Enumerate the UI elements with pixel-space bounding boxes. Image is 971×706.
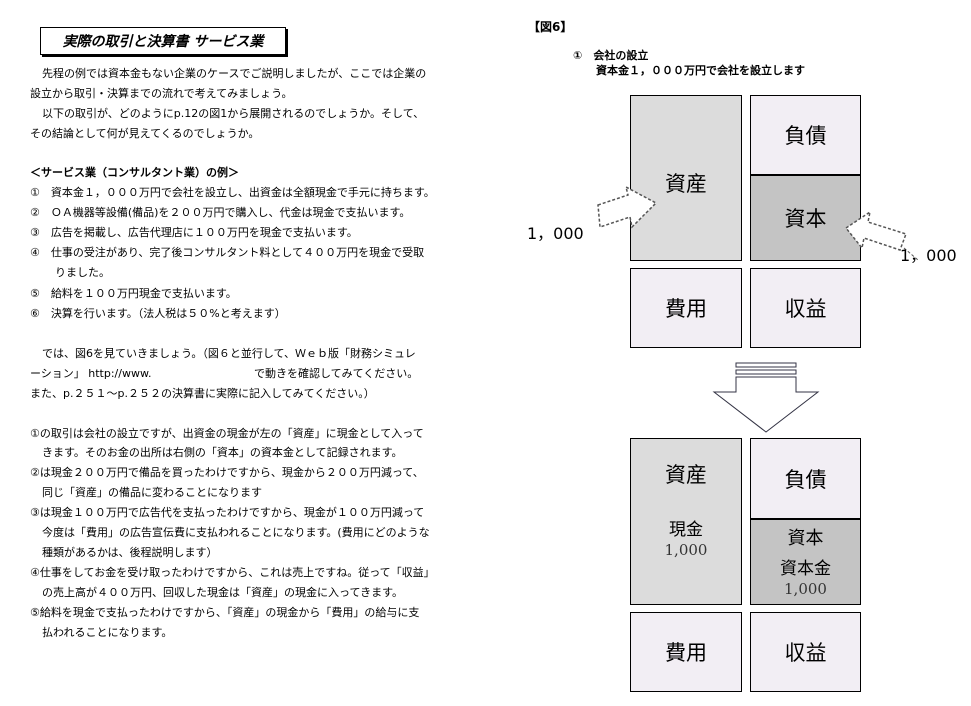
bottom-liability-label: 負債	[784, 467, 827, 492]
bottom-expense-box: 費用	[630, 612, 742, 692]
figure-step-desc: 資本金１，０００万円で会社を設立します	[596, 64, 805, 77]
para2-line-2: ーション」 http://www. で動きを確認してみてください。	[30, 367, 419, 380]
para2-line-1: では、図6を見ていきましょう。（図６と並行して、Ｗｅｂ版「財務シミュレ	[42, 347, 416, 360]
explanation-line-8: ④仕事をしてお金を受け取ったわけですから、これは売上ですね。従って「収益」	[30, 566, 435, 579]
explanation-line-3: ②は現金２００万円で備品を買ったわけですから、現金から２００万円減って、	[30, 466, 424, 479]
example-item-1: ① 資本金１，０００万円で会社を設立し、出資金は全額現金で手元に持ちます。	[30, 186, 435, 199]
bottom-capital-value: 1,000	[784, 580, 827, 598]
top-capital-label: 資本	[784, 207, 827, 231]
capital-arrow-icon	[844, 210, 919, 261]
bottom-revenue-box: 収益	[750, 612, 861, 692]
top-expense-box: 費用	[630, 268, 742, 348]
example-item-4: ④ 仕事の受注があり、完了後コンサルタント料として４００万円を現金で受取	[30, 246, 425, 259]
bottom-asset-value: 1,000	[664, 541, 708, 559]
explanation-line-7: 種類があるかは、後程説明します）	[42, 546, 218, 559]
explanation-line-5: ③は現金１００万円で広告代を支払ったわけですから、現金が１００万円減って	[30, 506, 425, 519]
intro-line-1: 先程の例では資本金もない企業のケースでご説明しましたが、ここでは企業の	[42, 67, 427, 80]
explanation-line-11: 払われることになります。	[42, 626, 173, 639]
intro-line-2: 設立から取引・決算までの流れで考えてみましょう。	[30, 87, 293, 100]
figure-step-title: ① 会社の設立	[573, 49, 649, 62]
bottom-capital-item: 資本金	[780, 559, 831, 579]
down-arrow-icon	[712, 362, 820, 433]
explanation-line-10: ⑤給料を現金で支払ったわけですから、「資産」の現金から「費用」の給与に支	[30, 606, 420, 619]
top-right-amount: 1，000	[900, 246, 957, 265]
example-item-2: ② ＯＡ機器等設備(備品)を２００万円で購入し、代金は現金で支払います。	[30, 206, 411, 219]
intro-line-4: その結論として何が見えてくるのでしょうか。	[30, 127, 260, 140]
explanation-line-1: ①の取引は会社の設立ですが、出資金の現金が左の「資産」に現金として入って	[30, 427, 424, 440]
example-item-4-cont: りました。	[55, 266, 110, 279]
bottom-capital-box: 資本 資本金 1,000	[750, 519, 861, 605]
para2-line-3: また、p.２５１～p.２５２の決算書に実際に記入してみてください。）	[30, 387, 375, 400]
top-expense-label: 費用	[665, 297, 707, 321]
top-liability-box: 負債	[750, 95, 861, 175]
explanation-line-2: きます。そのお金の出所は右側の「資本」の資本金として記録されます。	[42, 446, 403, 459]
example-item-3: ③ 広告を掲載し、広告代理店に１００万円を現金で支払います。	[30, 226, 358, 239]
top-asset-box: 資産	[630, 95, 742, 261]
bottom-asset-item: 現金	[669, 520, 703, 540]
example-heading: ＜サービス業（コンサルタント業）の例＞	[30, 166, 239, 179]
explanation-line-4: 同じ「資産」の備品に変わることになります	[42, 486, 262, 499]
bottom-expense-label: 費用	[665, 641, 707, 665]
page-title: 実際の取引と決算書 サービス業	[40, 27, 286, 55]
example-item-6: ⑥ 決算を行います。（法人税は５０%と考えます）	[30, 307, 286, 320]
inflow-arrow-icon	[597, 185, 658, 229]
example-item-5: ⑤ 給料を１００万円現金で支払います。	[30, 287, 237, 300]
top-capital-box: 資本	[750, 175, 861, 261]
bottom-liability-box: 負債	[750, 438, 861, 519]
bottom-asset-label: 資産	[665, 463, 707, 487]
bottom-asset-box: 資産 現金 1,000	[630, 438, 742, 605]
top-revenue-box: 収益	[750, 268, 861, 348]
bottom-revenue-label: 収益	[784, 641, 827, 665]
bottom-capital-label: 資本	[787, 528, 824, 549]
top-asset-label: 資産	[665, 172, 707, 196]
figure-label: 【図6】	[528, 20, 573, 34]
explanation-line-6: 今度は「費用」の広告宣伝費に支払われることになります。(費用にどのような	[42, 526, 430, 539]
explanation-line-9: の売上高が４００万円、回収した現金は「資産」の現金に入ってきます。	[42, 586, 404, 599]
top-revenue-label: 収益	[784, 297, 827, 321]
top-left-amount: 1，000	[527, 224, 584, 243]
intro-line-3: 以下の取引が、どのようにp.12の図1から展開されるのでしょうか。そして、	[42, 107, 425, 120]
top-liability-label: 負債	[784, 124, 827, 148]
